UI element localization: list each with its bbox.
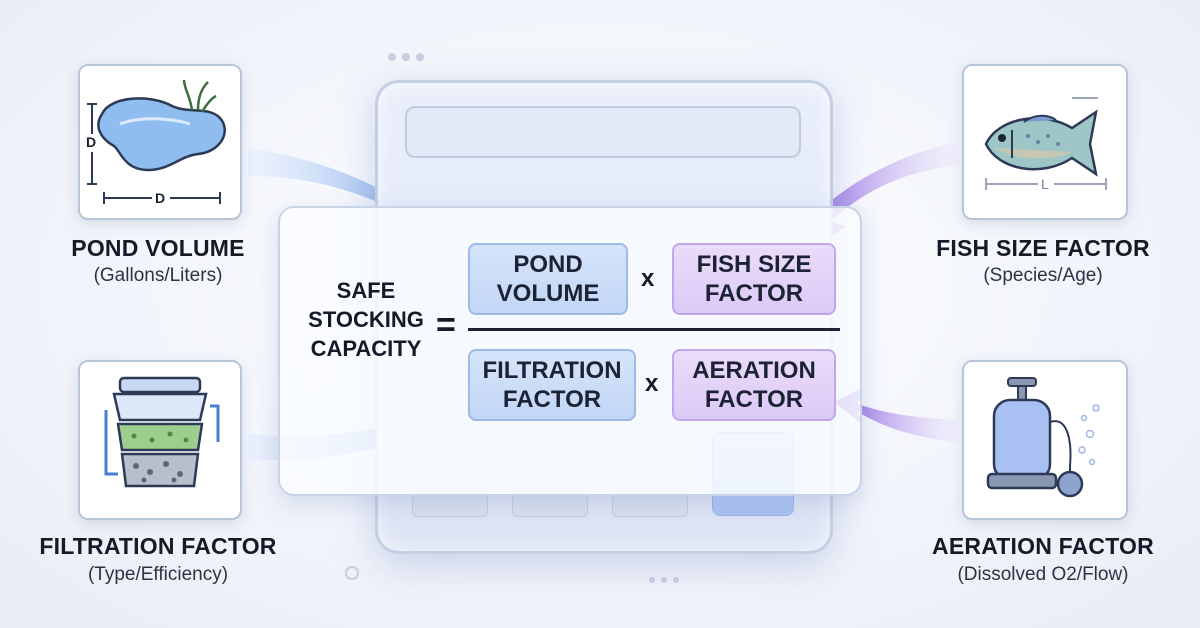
numerator-pond-volume: POND VOLUME <box>468 243 628 315</box>
aeration-factor-card <box>962 360 1128 520</box>
fish-size-factor-card: L <box>962 64 1128 220</box>
fish-size-factor-title: FISH SIZE FACTOR <box>936 235 1150 261</box>
numerator-fish-size-factor: FISH SIZE FACTOR <box>672 243 836 315</box>
arrow-aeration-to-formula <box>834 388 958 442</box>
fraction-bar <box>468 328 840 331</box>
result-label: SAFE STOCKING CAPACITY <box>308 278 424 361</box>
aeration-factor-title: AERATION FACTOR <box>932 533 1154 559</box>
denominator-filtration-factor: FILTRATION FACTOR <box>468 349 636 421</box>
arrow-fish-to-formula <box>796 142 958 250</box>
filtration-factor-card <box>78 360 242 520</box>
filtration-factor-title: FILTRATION FACTOR <box>39 533 277 559</box>
fish-size-factor-subtitle: (Species/Age) <box>983 265 1103 286</box>
multiply-operator-bottom: x <box>645 370 659 397</box>
multiply-operator-top: x <box>641 265 655 292</box>
filtration-factor-subtitle: (Type/Efficiency) <box>87 564 229 585</box>
arrow-pond-to-formula <box>248 148 476 252</box>
calculator-key <box>612 493 688 517</box>
calculator-key <box>412 493 488 517</box>
pond-volume-title: POND VOLUME <box>71 235 245 261</box>
fish-dim-length: L <box>1041 176 1049 192</box>
fish-icon <box>984 97 1107 192</box>
pond-volume-subtitle: (Gallons/Liters) <box>93 265 223 286</box>
air-pump-icon <box>986 377 1100 498</box>
filter-icon <box>104 376 220 488</box>
pond-icon <box>84 79 226 206</box>
calculator-key <box>512 493 588 517</box>
pond-dim-vertical: D <box>86 134 97 150</box>
denominator-aeration-factor: AERATION FACTOR <box>672 349 836 421</box>
pond-volume-card: D D <box>78 64 242 220</box>
aeration-factor-subtitle: (Dissolved O2/Flow) <box>957 564 1129 585</box>
calculator-screen <box>405 106 801 158</box>
pond-dim-horizontal: D <box>155 190 166 206</box>
equals-sign: = <box>436 306 456 344</box>
decor-dots <box>345 53 679 583</box>
